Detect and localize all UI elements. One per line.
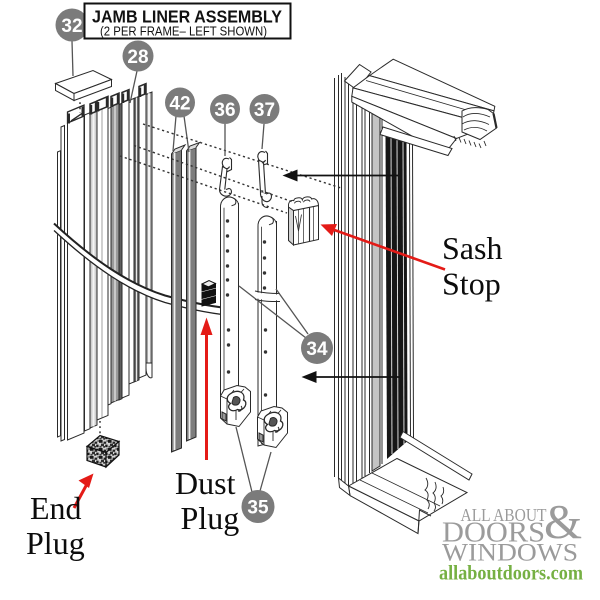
svg-text:28: 28 (127, 47, 148, 68)
svg-text:allaboutdoors.com: allaboutdoors.com (439, 561, 583, 585)
svg-text:37: 37 (254, 100, 275, 121)
svg-text:End: End (30, 490, 82, 526)
svg-text:(2 PER FRAME– LEFT SHOWN): (2 PER FRAME– LEFT SHOWN) (100, 24, 267, 39)
svg-text:ALL ABOUT: ALL ABOUT (461, 505, 547, 525)
svg-text:Plug: Plug (181, 500, 240, 536)
svg-text:Stop: Stop (442, 266, 501, 302)
svg-text:Plug: Plug (26, 525, 85, 561)
svg-text:JAMB LINER ASSEMBLY: JAMB LINER ASSEMBLY (92, 7, 282, 27)
svg-text:35: 35 (247, 498, 269, 519)
svg-text:Sash: Sash (442, 230, 502, 266)
svg-text:34: 34 (306, 339, 328, 360)
svg-text:DOORS: DOORS (442, 517, 545, 549)
svg-text:42: 42 (169, 94, 190, 115)
svg-text:Dust: Dust (175, 465, 236, 501)
svg-text:36: 36 (214, 100, 235, 121)
svg-text:WINDOWS: WINDOWS (442, 540, 578, 567)
svg-text:32: 32 (61, 16, 82, 37)
svg-text:&: & (544, 494, 582, 549)
